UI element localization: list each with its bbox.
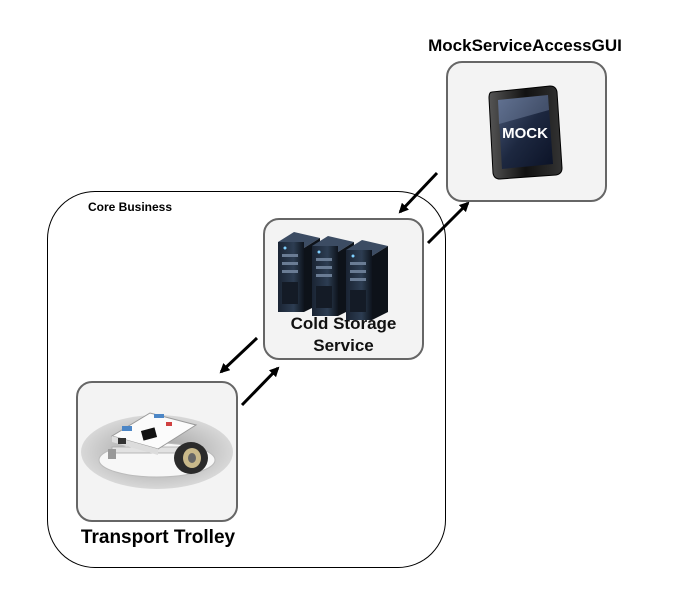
cold-storage-title: Cold Storage Service [263,313,424,357]
arrow-mock-to-cold [398,171,439,214]
server-rack-icon [278,232,388,320]
arrow-trolley-to-cold [240,366,280,407]
cold-storage-title-line2: Service [313,336,374,355]
mock-gui-title: MockServiceAccessGUI [428,36,622,55]
core-business-container [47,191,446,568]
tablet-screen-text: MOCK [502,125,548,142]
transport-trolley-title: Transport Trolley [80,527,236,548]
robot-car-icon [81,412,233,489]
core-business-label: Core Business [88,200,173,214]
tablet-icon: MOCK [488,85,563,180]
arrow-cold-to-mock [426,201,470,245]
arrow-cold-to-trolley [219,336,259,374]
